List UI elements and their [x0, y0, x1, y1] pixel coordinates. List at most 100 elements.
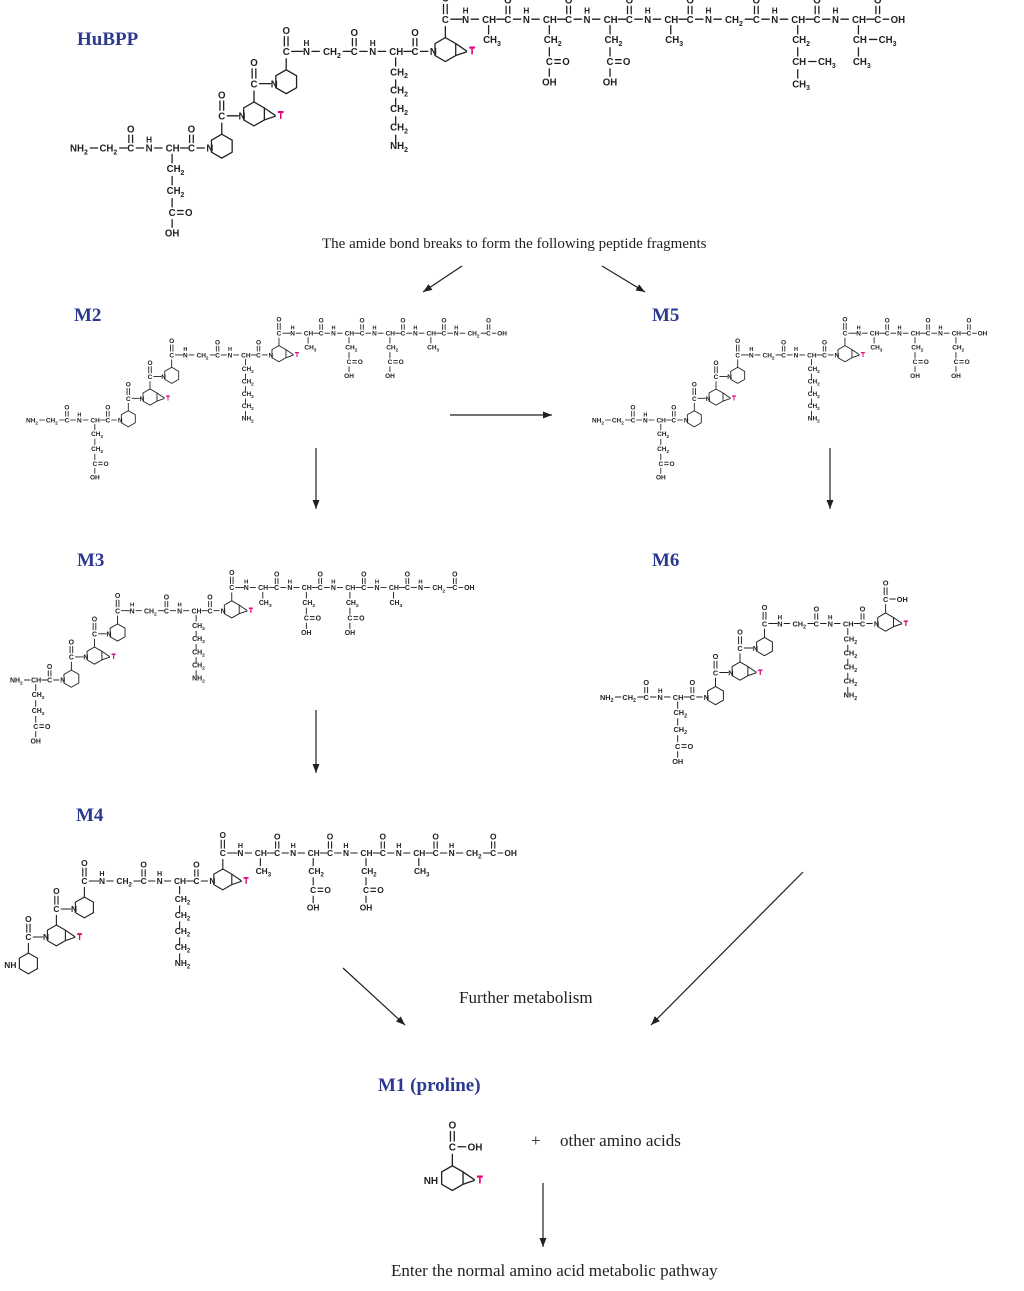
carbonyl-o: O: [630, 404, 635, 411]
carbonyl-o: O: [193, 859, 200, 869]
n-atom: N: [206, 144, 213, 155]
ch3-side: CH3: [665, 35, 683, 48]
ch-alpha: CH: [791, 15, 805, 26]
carbonyl-c: C: [737, 644, 743, 653]
ch2-glycine: CH2: [763, 352, 775, 360]
tritium-label: T: [166, 395, 170, 402]
carbonyl-o: O: [64, 404, 69, 411]
ch2-side: CH2: [32, 708, 45, 717]
carboxyl-oh: OH: [656, 475, 666, 482]
caption-amide-break: The amide bond breaks to form the follow…: [322, 236, 707, 252]
nh2-terminus: NH2: [592, 417, 604, 425]
ch-alpha: CH: [258, 585, 268, 592]
ch-alpha: CH: [852, 15, 866, 26]
pyrrolidine-ring: [142, 388, 158, 406]
carboxyl-c: C: [675, 742, 681, 751]
tritium-label: T: [904, 618, 909, 627]
carbonyl-o: O: [53, 886, 60, 896]
ch-alpha: CH: [673, 693, 684, 702]
carbonyl-c: C: [860, 619, 866, 628]
carbonyl-o: O: [874, 0, 882, 7]
tritium-label: T: [904, 619, 909, 628]
ch2-side: CH2: [808, 403, 820, 411]
h-atom: H: [183, 347, 187, 353]
ch2-glycine: CH2: [99, 144, 117, 157]
pyrrolidine-ring: [707, 685, 724, 706]
plus-sign: +: [531, 1131, 541, 1150]
ch2-side: CH2: [192, 636, 205, 645]
carbonyl-o: O: [188, 124, 196, 135]
carbonyl-c: C: [380, 848, 386, 858]
carbonyl-o: O: [405, 571, 411, 578]
carbonyl-o: O: [361, 571, 367, 578]
n-atom: N: [396, 848, 402, 858]
n-atom: N: [684, 417, 689, 424]
carbonyl-c: C: [449, 1143, 456, 1154]
h-atom: H: [157, 870, 162, 878]
n-atom: N: [343, 848, 349, 858]
h-atom: H: [749, 347, 753, 353]
pyrrolidine-ring: [731, 661, 749, 681]
carbonyl-c: C: [215, 352, 220, 359]
h-atom: H: [454, 325, 458, 331]
carboxyl-o: O: [377, 885, 384, 895]
carboxyl-o: O: [358, 359, 363, 366]
ch3-side: CH3: [390, 600, 403, 609]
ch2-side: CH2: [390, 104, 408, 117]
carbonyl-c: C: [781, 352, 786, 359]
ch2-side: CH2: [844, 635, 858, 646]
carbonyl-c: C: [169, 352, 174, 359]
n-atom: N: [239, 111, 246, 122]
carboxyl-c: C: [658, 461, 663, 468]
carbonyl-o: O: [442, 0, 450, 5]
ch-alpha: CH: [427, 331, 437, 338]
ch2-side: CH2: [167, 186, 185, 199]
carbonyl-o: O: [360, 318, 365, 325]
n-atom: N: [644, 15, 651, 26]
carbonyl-o: O: [215, 339, 220, 346]
ch-alpha: CH: [389, 47, 403, 58]
h-atom: H: [332, 325, 336, 331]
carbonyl-c: C: [81, 876, 87, 886]
ch3-side: CH3: [414, 866, 430, 879]
carbonyl-c: C: [452, 585, 457, 592]
nh2-side: NH2: [242, 416, 254, 424]
carbonyl-o: O: [115, 593, 121, 600]
carbonyl-c: C: [351, 47, 358, 58]
ch2-side: CH2: [175, 910, 191, 923]
h-atom: H: [343, 842, 348, 850]
ch2-side: CH2: [808, 366, 820, 374]
ch2-side: CH2: [844, 649, 858, 660]
carbonyl-c: C: [277, 331, 282, 338]
carbonyl-o: O: [380, 831, 387, 841]
carboxyl-c: C: [607, 57, 614, 68]
arrow-m4-to-metabolism: [342, 967, 406, 1026]
ch-alpha: CH: [360, 848, 372, 858]
pyrrolidine-ring: [120, 410, 136, 428]
ch2-side: CH2: [544, 35, 562, 48]
carbonyl-o: O: [504, 0, 512, 7]
n-atom: N: [290, 331, 295, 338]
ch2-glycine: CH2: [432, 585, 445, 594]
ch2-side: CH2: [361, 866, 377, 879]
carbonyl-c: C: [486, 331, 491, 338]
carbonyl-c: C: [883, 595, 889, 604]
ch-side: CH: [853, 35, 867, 46]
ch-alpha: CH: [192, 608, 202, 615]
ch3-side: CH3: [879, 35, 897, 48]
carboxyl-o: O: [562, 57, 570, 68]
carbonyl-o: O: [25, 914, 32, 924]
h-atom: H: [413, 325, 417, 331]
h-atom: H: [291, 842, 296, 850]
n-atom: N: [177, 608, 182, 615]
h-atom: H: [449, 842, 454, 850]
ch2-glycine: CH2: [793, 619, 807, 630]
h-atom: H: [772, 7, 778, 16]
tritium-label: T: [477, 1174, 483, 1185]
carbonyl-c: C: [207, 608, 212, 615]
carbonyl-c: C: [318, 585, 323, 592]
arrow-to-m5: [601, 265, 646, 293]
ch-alpha: CH: [656, 417, 666, 424]
carbonyl-c: C: [92, 631, 97, 638]
